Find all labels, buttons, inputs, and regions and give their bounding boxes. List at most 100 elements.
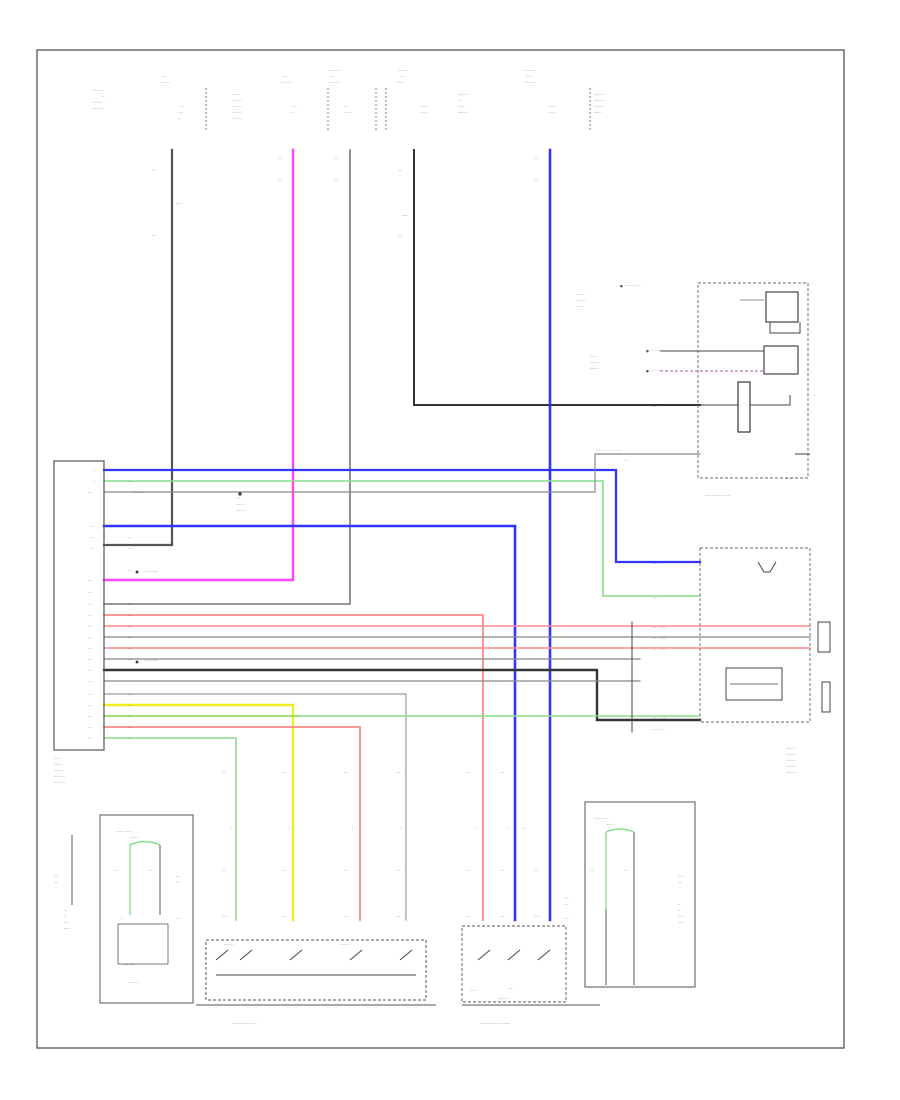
svg-text:···: ··· (102, 95, 105, 99)
svg-text:····························: ···························· (480, 1022, 510, 1026)
svg-text:···: ··· (344, 105, 347, 109)
svg-text:···· ··: ···· ·· (652, 596, 660, 600)
svg-text:···: ··· (90, 547, 93, 551)
svg-text:·····: ····· (282, 915, 287, 919)
svg-text:·····: ····· (236, 497, 241, 501)
top-headers: ···· ·· ······ ··········· ··· ·········… (92, 69, 604, 130)
svg-text:· ·····: · ····· (420, 105, 428, 109)
svg-text:······· ······: ······· ······ (116, 830, 131, 834)
svg-text:· ···: · ··· (290, 111, 295, 115)
svg-text:····: ···· (534, 157, 538, 161)
svg-text:····: ···· (176, 881, 180, 885)
svg-text:··: ·· (508, 827, 510, 831)
svg-text:····: ···· (128, 469, 132, 473)
svg-text:··········: ·········· (92, 101, 103, 105)
svg-text:····: ···· (176, 875, 180, 879)
svg-text:···: ··· (88, 693, 91, 697)
svg-text:·····: ····· (678, 915, 683, 919)
svg-text:····: ···· (500, 771, 504, 775)
wire-labels-vertical: ···· ······ ···· ···· ···· ···· ···· ···… (152, 157, 538, 238)
wire-red-switch (103, 726, 361, 921)
svg-text:···· ·· ·····: ···· ·· ····· (652, 637, 666, 641)
svg-text:·······: ······· (344, 111, 352, 115)
svg-text:·····: ····· (534, 915, 539, 919)
svg-text:····: ···· (534, 869, 538, 873)
svg-text:···· ·· ·····: ···· ·· ····· (652, 716, 666, 720)
svg-text:·· ······: ·· ······ (160, 81, 170, 85)
svg-text:····: ···· (88, 579, 92, 583)
svg-text:·······: ······· (54, 757, 62, 761)
wire-gray-switch-1 (103, 693, 407, 921)
svg-text:········: ········ (54, 769, 63, 773)
wire-green-switch (103, 737, 237, 921)
svg-text:·· ······: ·· ······ (281, 81, 291, 85)
svg-text:····: ···· (278, 157, 282, 161)
wire-black-1 (102, 148, 174, 547)
svg-text:● ···· ·······: ● ···· ······· (646, 349, 663, 353)
svg-text:········: ········ (232, 117, 241, 121)
svg-text:········: ········ (236, 503, 245, 507)
shift-lever-assembly: ···· ·· ···· ·· ···· ·· ····· ···· ·· ··… (652, 547, 831, 775)
svg-text:·······: ······· (594, 111, 602, 115)
svg-text:··········: ·········· (328, 81, 339, 85)
svg-text:····: ···· (88, 726, 92, 730)
svg-text:····: ···· (500, 869, 504, 873)
svg-text:····: ···· (128, 636, 132, 640)
wire-gray-1 (103, 149, 351, 605)
svg-text:·······················: ······················· (705, 494, 730, 498)
svg-text:·····: ····· (396, 869, 401, 873)
svg-text:··· ·······: ··· ······· (524, 69, 536, 73)
svg-text:··· ·· ·····: ··· ·· ····· (652, 728, 665, 732)
svg-text:····: ···· (88, 625, 92, 629)
svg-text:····: ···· (398, 169, 402, 173)
wire-yellow-1 (102, 703, 295, 922)
svg-text:······: ······ (64, 927, 70, 931)
svg-text:···: ··· (90, 536, 93, 540)
svg-text:····: ···· (128, 536, 132, 540)
wire-gray-meter (103, 453, 701, 493)
svg-text:········: ········ (134, 491, 143, 495)
svg-text:· ·····: · ····· (290, 105, 298, 109)
svg-text:·········: ········· (236, 509, 246, 513)
svg-text:····: ···· (114, 869, 118, 873)
svg-text:···: ··· (90, 525, 93, 529)
wire-green-shift (103, 480, 701, 597)
svg-text:····: ···· (152, 169, 156, 173)
svg-text:····: ···· (590, 869, 594, 873)
diagram-frame (36, 49, 845, 1049)
wire-blue-parking (102, 524, 517, 922)
svg-text:········: ········ (606, 823, 615, 827)
svg-text:····: ···· (88, 647, 92, 651)
svg-text:········: ········ (590, 361, 599, 365)
svg-text:···· ·· ·····: ···· ·· ····· (652, 626, 666, 630)
svg-text:·······: ······· (458, 105, 466, 109)
svg-text:··: ·· (288, 827, 290, 831)
svg-text:········: ········ (786, 747, 795, 751)
svg-text:···· ·· ·····: ···· ·· ····· (652, 648, 666, 652)
svg-text:····: ···· (344, 869, 348, 873)
svg-text:····: ···· (128, 737, 132, 741)
svg-text:···: ··· (522, 827, 525, 831)
svg-text:····: ···· (128, 658, 132, 662)
svg-text:····: ···· (128, 525, 132, 529)
svg-text:····: ···· (398, 234, 402, 238)
svg-text:····: ···· (334, 157, 338, 161)
svg-text:···· ··: ···· ·· (652, 562, 660, 566)
svg-text:··: ·· (93, 469, 95, 473)
svg-text:··: ·· (474, 827, 476, 831)
svg-text:·····: ····· (344, 915, 349, 919)
svg-text:·········: ········· (786, 771, 796, 775)
svg-text:·······: ······· (590, 355, 598, 359)
svg-text:····: ···· (624, 869, 628, 873)
svg-text:····: ···· (678, 881, 682, 885)
electric-park-brake-switch: ···· ···· ···· ····· ·· ·· ·· ·· ···· ··… (196, 771, 436, 1026)
wire-blue-shift (102, 468, 702, 564)
svg-text:····: ···· (128, 669, 132, 673)
svg-text:···········: ··········· (92, 89, 104, 93)
svg-text:····: ···· (128, 547, 132, 551)
svg-text:····: ···· (278, 179, 282, 183)
svg-text:····: ···· (564, 903, 568, 907)
svg-text:·······: ······· (576, 305, 584, 309)
svg-text:········: ········ (590, 367, 599, 371)
svg-text:·····: ····· (396, 915, 401, 919)
